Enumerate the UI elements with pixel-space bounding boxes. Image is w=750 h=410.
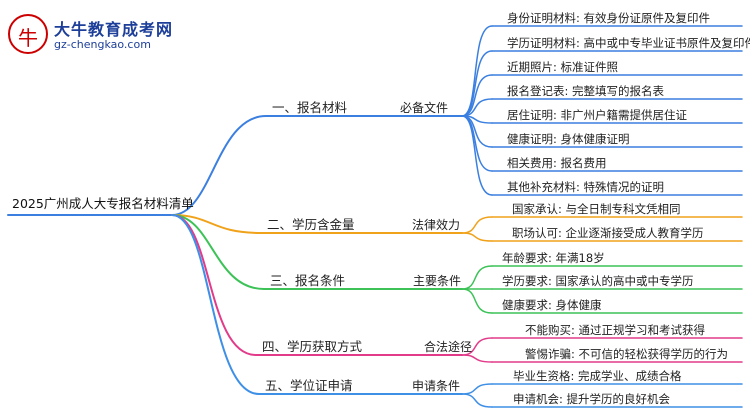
logo-emblem: 牛 xyxy=(8,14,48,54)
branch-2-leaf-2: 健康要求: 身体健康 xyxy=(502,298,602,312)
branch-2-leaf-0: 年龄要求: 年满18岁 xyxy=(502,251,605,265)
branch-0-leaf-1-connector xyxy=(461,50,493,117)
branch-3-leaf-1: 警惕诈骗: 不可信的轻松获得学历的行为 xyxy=(525,347,729,361)
branch-0-connector xyxy=(171,115,267,216)
brand-name: 大牛教育成考网 xyxy=(54,20,174,39)
branch-3-leaf-0: 不能购买: 通过正规学习和考试获得 xyxy=(525,323,706,337)
branch-0-leaf-2-connector xyxy=(461,74,493,117)
branch-4-connector xyxy=(171,214,260,395)
branch-2-leaf-1: 学历要求: 国家承认的高中或中专学历 xyxy=(502,274,694,288)
branch-0-leaf-6: 相关费用: 报名费用 xyxy=(507,156,607,170)
branch-1-connector xyxy=(171,214,262,234)
branch-2-leaf-0-connector xyxy=(461,265,493,290)
branch-0-label: 一、报名材料 xyxy=(272,100,348,115)
branch-1-leaf-1-connector xyxy=(461,232,493,242)
branch-4-sub-label: 申请条件 xyxy=(412,379,461,393)
branch-2-leaf-2-connector xyxy=(461,288,493,314)
branch-2-sub-label: 主要条件 xyxy=(413,274,462,288)
branch-0-sub-label: 必备文件 xyxy=(400,101,449,115)
branch-0-leaf-7-connector xyxy=(461,115,493,196)
branch-0-leaf-4: 居住证明: 非广州户籍需提供居住证 xyxy=(507,108,688,122)
brand-url: gz-chengkao.com xyxy=(54,38,151,51)
branch-0-leaf-3: 报名登记表: 完整填写的报名表 xyxy=(507,84,665,98)
branch-2-connector xyxy=(171,214,265,290)
branch-0-leaf-5: 健康证明: 身体健康证明 xyxy=(507,132,630,146)
branch-1-leaf-0-connector xyxy=(461,216,493,234)
branch-1-leaf-1: 职场认可: 企业逐渐接受成人教育学历 xyxy=(512,226,704,240)
branch-4-leaf-1-connector xyxy=(461,393,493,408)
branch-1-sub-label: 法律效力 xyxy=(412,218,461,232)
branch-0-leaf-1: 学历证明材料: 高中或中专毕业证书原件及复印件 xyxy=(507,36,750,50)
branch-1-label: 二、学历含金量 xyxy=(267,217,355,232)
branch-0-leaf-7: 其他补充材料: 特殊情况的证明 xyxy=(507,180,665,194)
branch-2-label: 三、报名条件 xyxy=(270,273,346,288)
branch-0-leaf-0-connector xyxy=(461,25,493,117)
branch-0-leaf-0: 身份证明材料: 有效身份证原件及复印件 xyxy=(507,11,711,25)
root-topic: 2025广州成人大专报名材料清单 xyxy=(12,196,194,211)
branch-4-leaf-0-connector xyxy=(461,383,493,395)
branch-1-leaf-0: 国家承认: 与全日制专科文凭相同 xyxy=(512,202,681,216)
branch-0-leaf-2: 近期照片: 标准证件照 xyxy=(507,60,619,74)
branch-4-leaf-0: 毕业生资格: 完成学业、成绩合格 xyxy=(513,369,682,383)
branch-4-label: 五、学位证申请 xyxy=(265,378,353,393)
branch-3-leaf-1-connector xyxy=(461,354,493,363)
branch-3-label: 四、学历获取方式 xyxy=(262,339,363,354)
branch-3-sub-label: 合法途径 xyxy=(424,340,473,354)
branch-4-leaf-1: 申请机会: 提升学历的良好机会 xyxy=(513,392,671,406)
branch-3-connector xyxy=(171,214,257,356)
brand-logo: 牛 大牛教育成考网 gz-chengkao.com xyxy=(8,14,188,60)
